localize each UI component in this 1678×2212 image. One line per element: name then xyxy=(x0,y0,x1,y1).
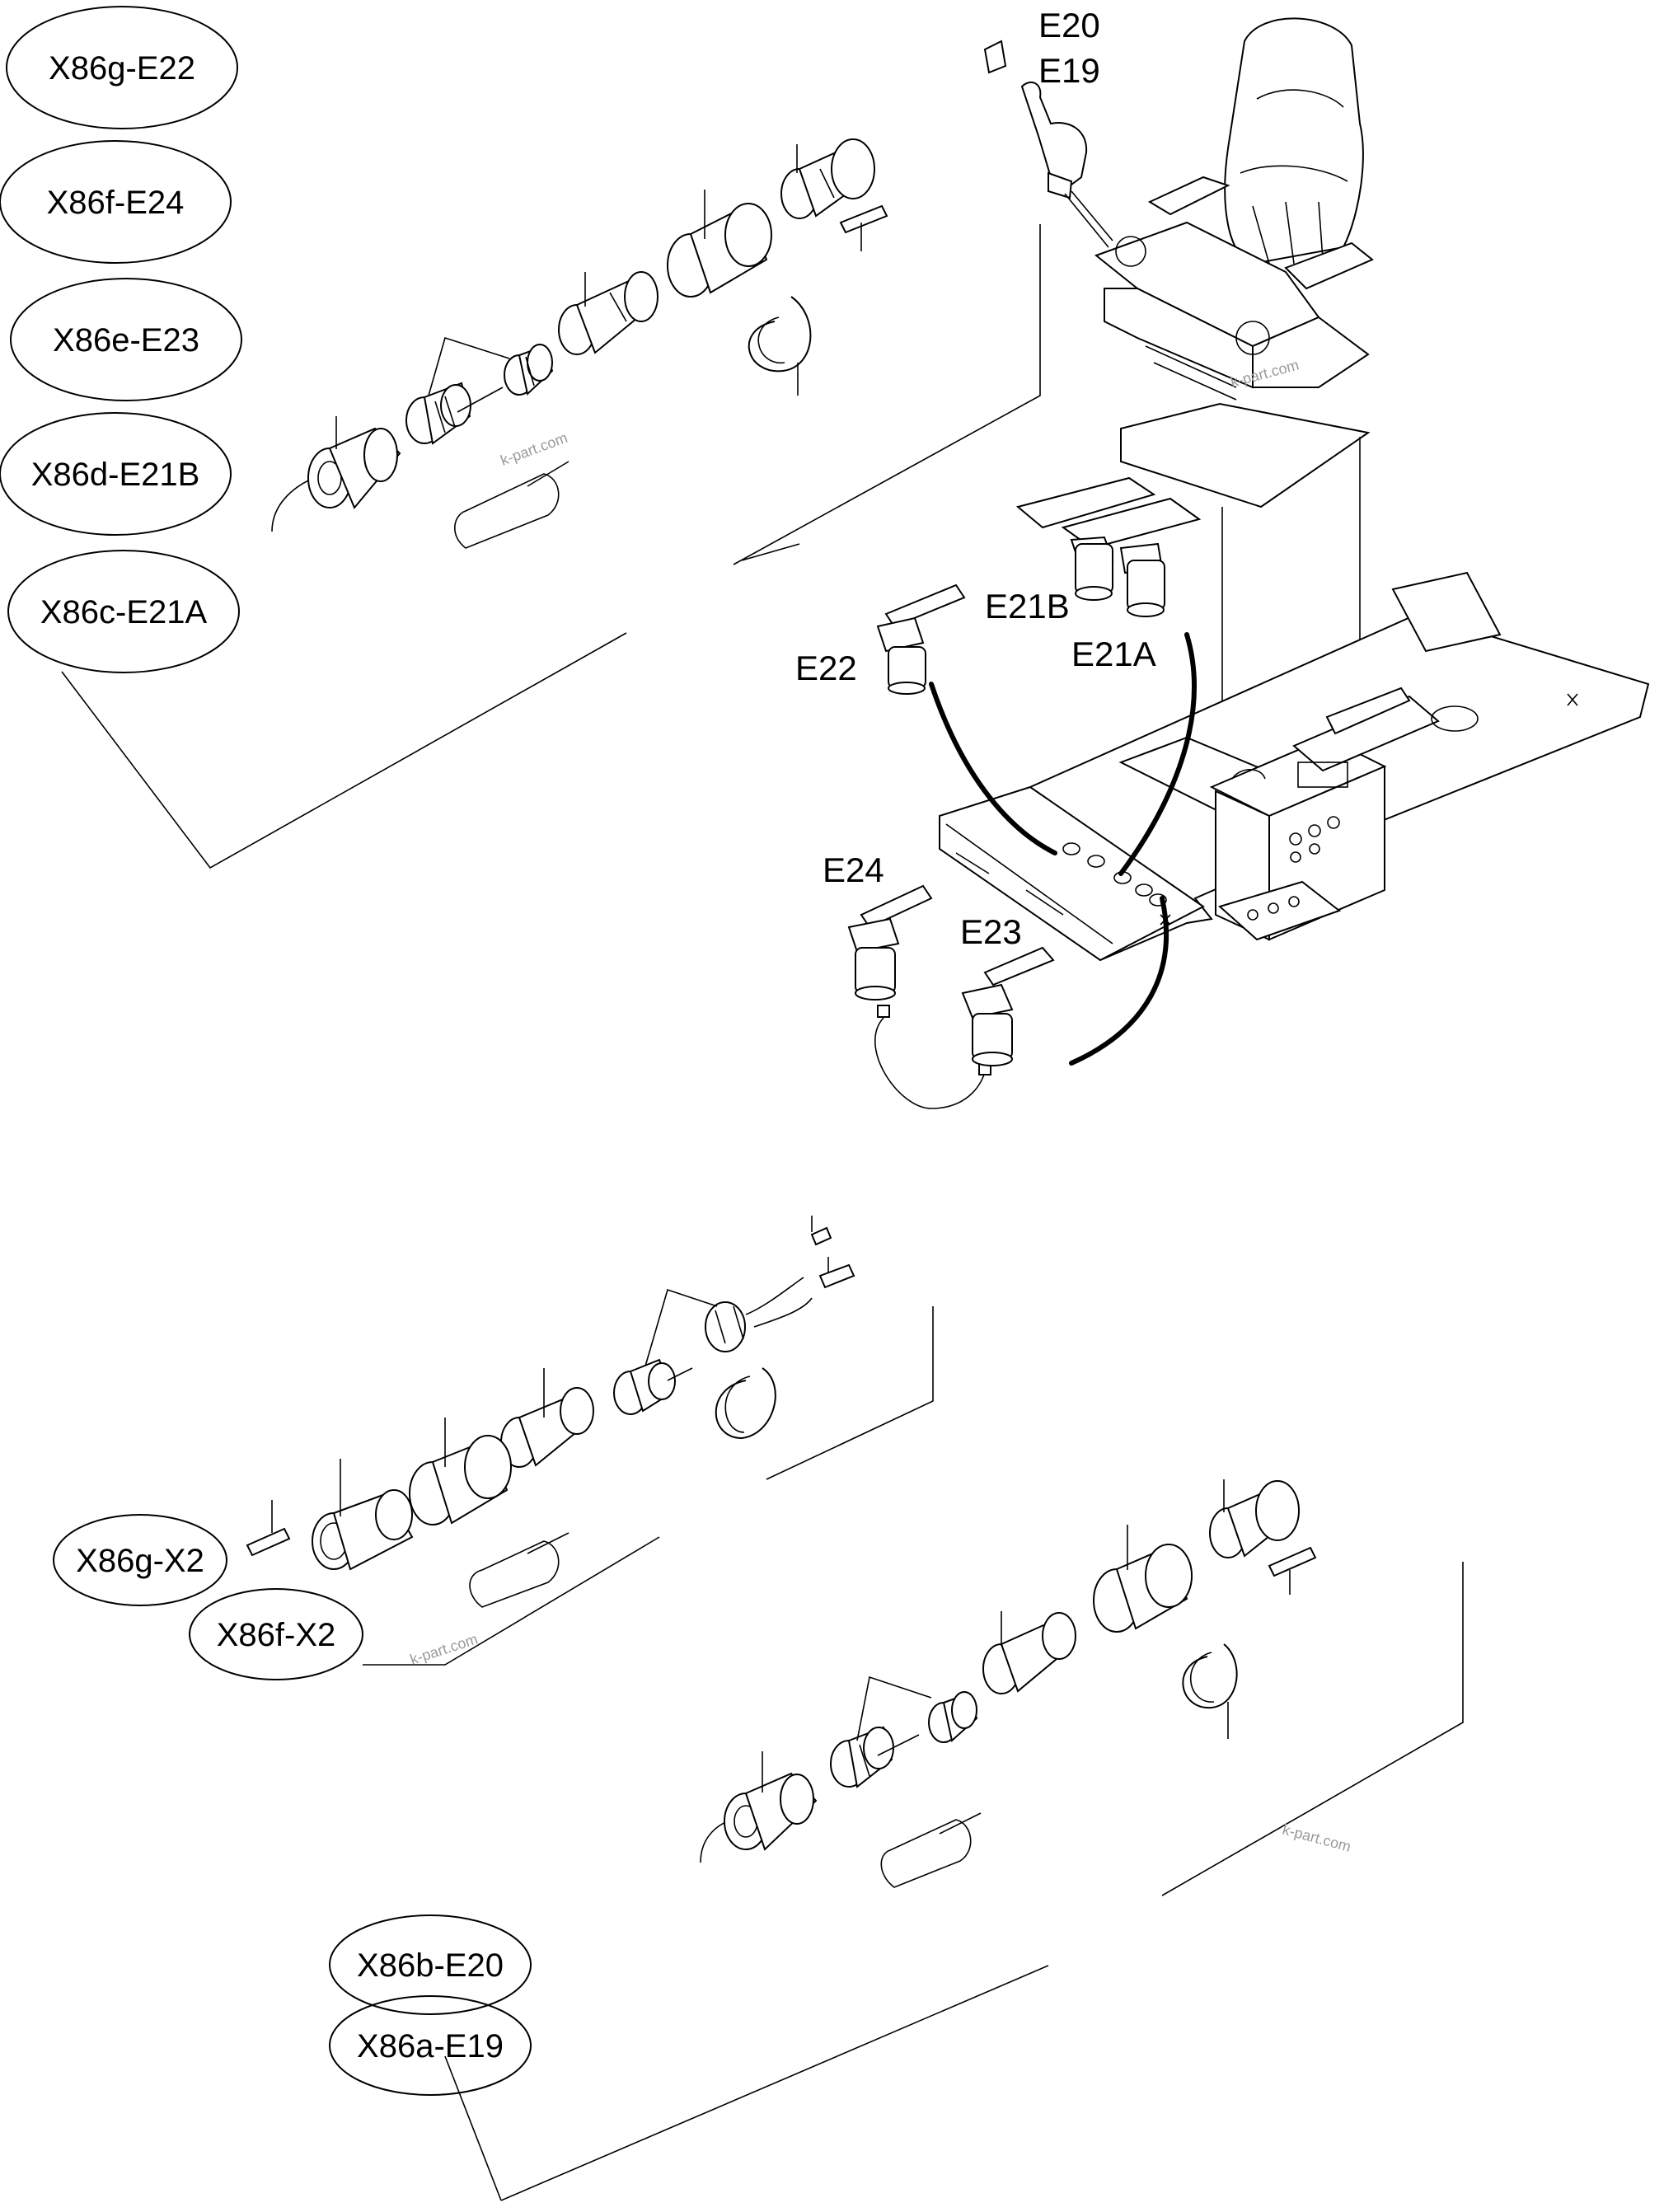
oval-x86d-e21b[interactable]: X86d-E21B xyxy=(0,412,232,536)
label-e19: E19 xyxy=(1038,51,1100,90)
conduit xyxy=(454,461,569,549)
oval-label: X86f-E24 xyxy=(47,185,185,221)
watermark: k-part.com xyxy=(408,1631,480,1668)
grommet xyxy=(405,382,471,445)
oval-x86g-x2[interactable]: X86g-X2 xyxy=(53,1514,227,1606)
cable-route-e22 xyxy=(929,682,1057,855)
top-frame-leader xyxy=(61,224,1041,869)
oval-label: X86g-X2 xyxy=(76,1543,204,1579)
contact-pin xyxy=(839,204,888,234)
pedal-e21b xyxy=(1015,476,1202,617)
oval-label: X86b-E20 xyxy=(357,1947,504,1984)
pedal-e24 xyxy=(847,884,991,1109)
watermark: k-part.com xyxy=(499,429,570,469)
top-connector-assembly: k-part.com xyxy=(271,138,888,549)
lower-connector-assembly: k-part.com xyxy=(444,1479,1464,2201)
label-e24: E24 xyxy=(823,851,884,889)
label-e22: E22 xyxy=(795,649,857,687)
oval-x86f-e24[interactable]: X86f-E24 xyxy=(0,140,232,264)
oval-x86f-x2[interactable]: X86f-X2 xyxy=(189,1588,363,1680)
middle-connector-assembly: k-part.com xyxy=(246,1216,934,1668)
oval-label: X86f-X2 xyxy=(217,1617,336,1653)
operator-seat: k-part.com xyxy=(983,17,1374,508)
pedal-e22 xyxy=(876,583,966,695)
watermark: k-part.com xyxy=(1281,1821,1352,1855)
oval-x86b-e20[interactable]: X86b-E20 xyxy=(329,1914,532,2015)
cable-route-e21a xyxy=(1118,632,1197,876)
oval-x86c-e21a[interactable]: X86c-E21A xyxy=(7,550,240,673)
label-e23: E23 xyxy=(960,912,1022,951)
cable-clamp xyxy=(748,296,812,396)
oval-label: X86a-E19 xyxy=(357,2028,504,2064)
cable-route-e23 xyxy=(1069,896,1169,1066)
seal xyxy=(504,344,554,396)
oval-x86a-e19[interactable]: X86a-E19 xyxy=(329,1995,532,2096)
label-e20: E20 xyxy=(1038,6,1100,45)
cable-nut xyxy=(307,427,401,509)
oval-label: X86c-E21A xyxy=(40,594,208,630)
label-e21a: E21A xyxy=(1071,635,1156,673)
receptacle xyxy=(780,138,875,219)
oval-label: X86d-E21B xyxy=(31,457,200,493)
label-e21b: E21B xyxy=(985,587,1070,626)
pedal-e23 xyxy=(961,946,1055,1066)
oval-label: X86e-E23 xyxy=(53,322,199,359)
oval-label: X86g-E22 xyxy=(49,50,195,87)
joystick xyxy=(983,40,1113,248)
cab-floor xyxy=(939,571,1650,962)
sleeve xyxy=(667,203,772,298)
oval-x86e-e23[interactable]: X86e-E23 xyxy=(10,278,242,401)
coupling-nut xyxy=(558,271,659,355)
oval-x86g-e22[interactable]: X86g-E22 xyxy=(6,6,238,129)
